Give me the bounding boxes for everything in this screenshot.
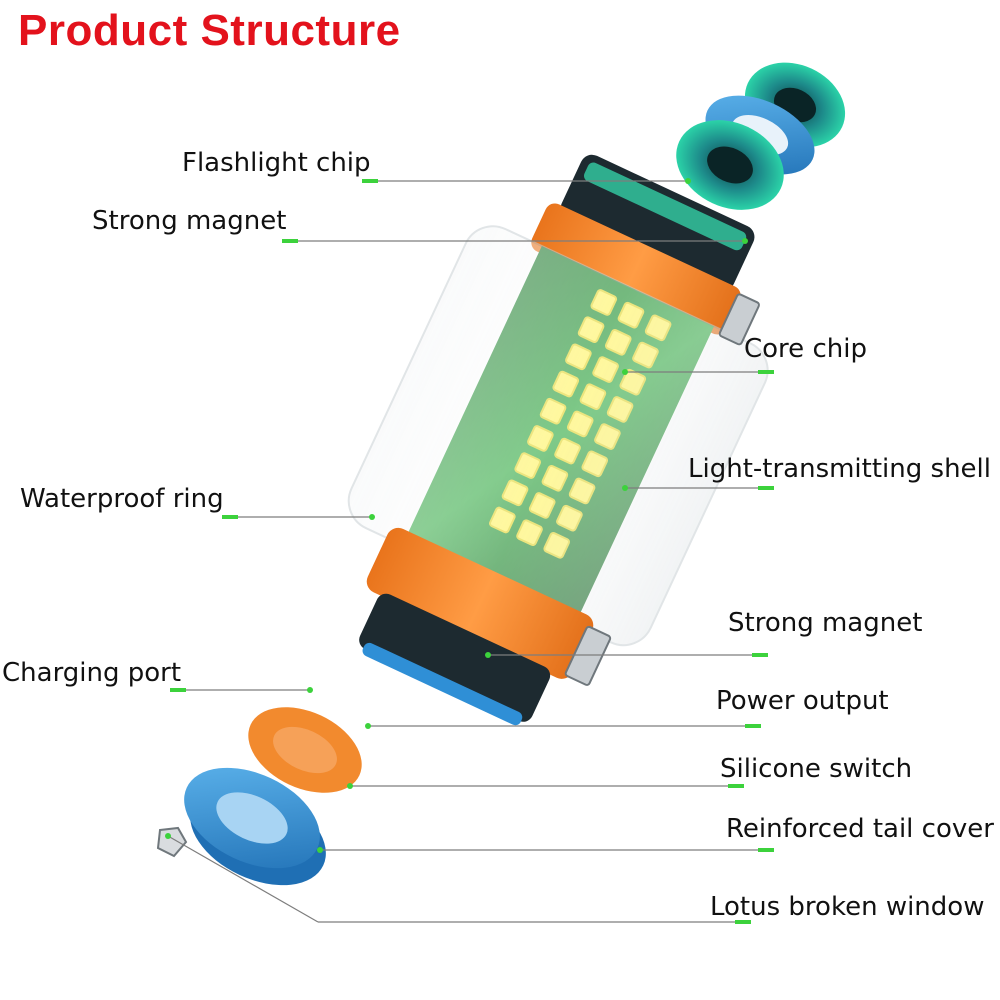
leader-lines	[167, 180, 768, 923]
bottom-orange-band	[366, 527, 594, 679]
leader-dots	[165, 178, 748, 853]
tick-flashlight-chip	[362, 179, 378, 183]
tick-waterproof-ring	[222, 515, 238, 519]
page-title: Product Structure	[18, 6, 401, 55]
tick-light-shell	[758, 486, 774, 490]
label-flashlight-chip: Flashlight chip	[182, 148, 371, 178]
label-strong-magnet-bottom: Strong magnet	[728, 608, 923, 638]
tick-charging-port	[170, 688, 186, 692]
tick-silicone-switch	[728, 784, 744, 788]
label-charging-port: Charging port	[2, 658, 182, 688]
tick-strong-magnet-bottom	[752, 653, 768, 657]
label-waterproof-ring: Waterproof ring	[20, 484, 224, 514]
tick-power-output	[745, 724, 761, 728]
label-power-output: Power output	[716, 686, 889, 716]
top-orange-band	[531, 203, 741, 335]
tail-cover-part	[184, 767, 326, 886]
flashlight-base	[359, 593, 551, 722]
tick-tail-cover	[758, 848, 774, 852]
top-cap-assembly	[676, 62, 846, 210]
lotus-window-part	[156, 826, 188, 858]
tick-strong-magnet-top	[282, 239, 298, 243]
tick-core-chip	[758, 370, 774, 374]
label-reinforced-tail-cover: Reinforced tail cover	[726, 814, 994, 844]
label-lotus-broken-window: Lotus broken window	[710, 892, 985, 922]
top-magnet	[718, 293, 760, 346]
tick-lotus-window	[735, 920, 751, 924]
label-light-transmitting-shell: Light-transmitting shell	[688, 454, 991, 484]
label-strong-magnet-top: Strong magnet	[92, 206, 287, 236]
bottom-magnet	[564, 625, 612, 686]
base-blue-rim	[362, 642, 523, 726]
label-silicone-switch: Silicone switch	[720, 754, 913, 784]
label-core-chip: Core chip	[744, 334, 867, 364]
